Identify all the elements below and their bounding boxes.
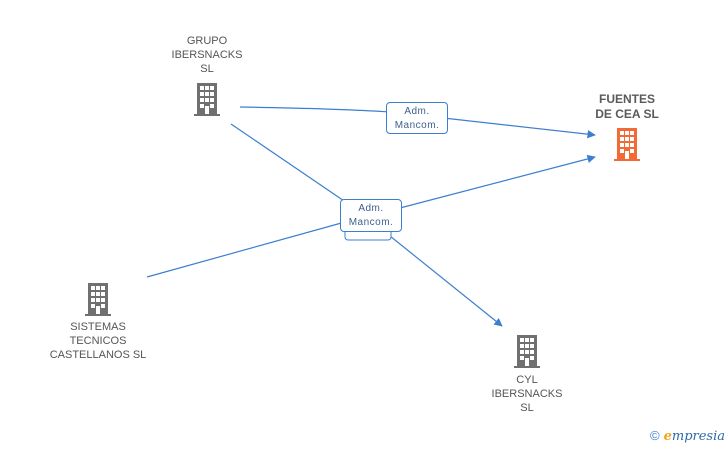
edge-grupo-to-mid [230,123,351,206]
node-label: FUENTES DE CEA SL [595,92,659,121]
edge-label-adm-mancom-top[interactable]: Adm. Mancom. [386,102,448,134]
node-fuentes-de-cea[interactable]: FUENTES DE CEA SL [578,92,676,161]
brand-logo-e: e [663,429,672,444]
building-icon [614,128,640,161]
node-cyl-ibersnacks[interactable]: CYL IBERSNACKS SL [478,334,576,415]
building-icon [85,283,111,316]
node-label: GRUPO IBERSNACKS SL [171,35,243,75]
node-label: SISTEMAS TECNICOS CASTELLANOS SL [49,321,147,361]
node-grupo-ibersnacks[interactable]: GRUPO IBERSNACKS SL [158,34,256,116]
brand-logo-text: mpresia [671,429,726,444]
edge-grupo-to-fuentes [239,106,596,139]
copyright-symbol: © [650,428,660,443]
edge-mid-to-cyl [384,231,503,327]
node-sistemas-tecnicos[interactable]: SISTEMAS TECNICOS CASTELLANOS SL [36,282,160,362]
empresia-brand: ©empresia [650,428,725,444]
building-icon [194,83,220,116]
edge-mid-to-fuentes [399,154,596,209]
edge-sistemas-to-mid [146,221,346,278]
edge-label-adm-mancom-mid[interactable]: Adm. Mancom. [340,199,402,232]
node-label: CYL IBERSNACKS SL [491,374,563,414]
building-icon [514,335,540,368]
